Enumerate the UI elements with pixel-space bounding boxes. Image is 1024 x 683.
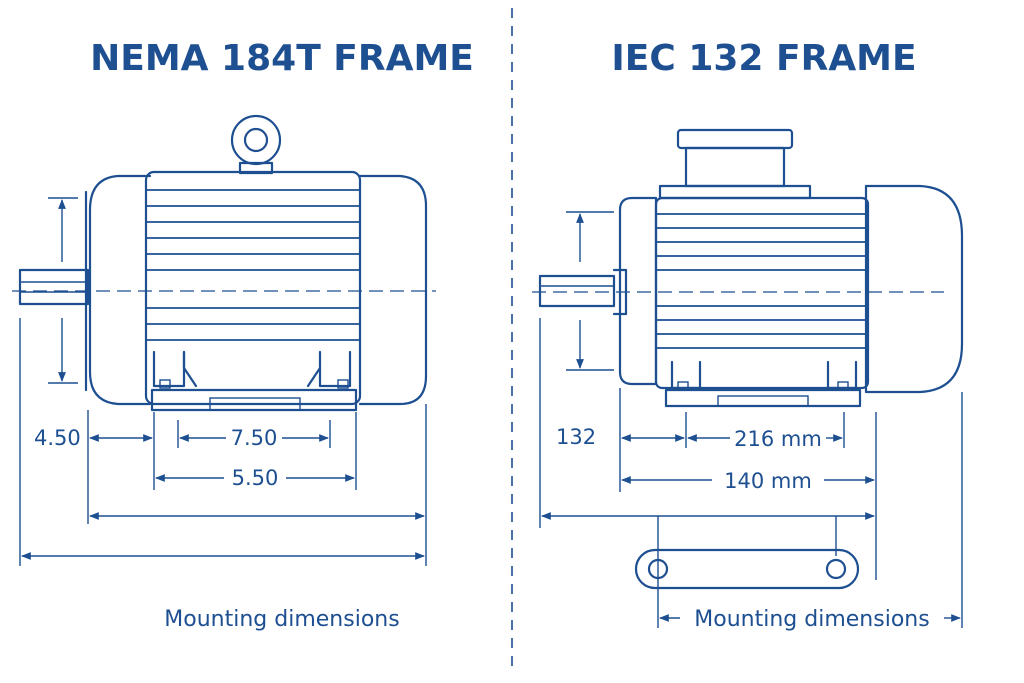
nema-dim-c-label: 5.50 xyxy=(232,466,279,490)
iec-bolt-hole-right xyxy=(825,558,847,580)
iec-cooling-fins xyxy=(656,213,868,349)
nema-dimension-c: 5.50 xyxy=(155,466,355,490)
iec-front-foot xyxy=(670,360,702,390)
iec-shaft xyxy=(538,274,616,308)
iec-terminal-box xyxy=(684,146,786,188)
iec-motor-drawing xyxy=(538,128,964,408)
iec-mounting-foot-detail xyxy=(634,516,860,590)
nema-lifting-eye-hole xyxy=(243,127,269,153)
nema-motor-drawing xyxy=(18,114,428,412)
iec-title: IEC 132 FRAME xyxy=(611,38,916,79)
nema-frame-body xyxy=(144,170,362,406)
iec-dimension-b: 216 mm xyxy=(687,427,843,451)
nema-dim-b-label: 7.50 xyxy=(231,426,278,450)
iec-dimension-c: 140 mm xyxy=(621,469,875,493)
iec-shaft-height-dimension xyxy=(566,211,614,371)
nema-base-plate xyxy=(150,388,358,412)
nema-front-foot xyxy=(152,350,186,388)
nema-front-endbell xyxy=(88,174,152,406)
iec-foot-plate xyxy=(634,548,860,590)
iec-caption: Mounting dimensions xyxy=(694,607,929,632)
iec-panel: IEC 132 FRAME xyxy=(532,38,964,632)
nema-cooling-fins xyxy=(146,189,360,341)
iec-terminal-box-lid xyxy=(676,128,794,150)
iec-bolt-hole-left xyxy=(647,558,669,580)
iec-rear-foot xyxy=(826,360,858,390)
iec-base-plate xyxy=(664,388,862,408)
nema-dim-a-label: 4.50 xyxy=(34,426,81,450)
nema-lifting-eye xyxy=(230,114,282,166)
nema-caption: Mounting dimensions xyxy=(164,607,399,632)
iec-frame-body xyxy=(654,196,870,390)
nema-dimension-a: 4.50 xyxy=(34,426,153,450)
iec-fan-cover xyxy=(864,184,964,394)
nema-rear-endbell xyxy=(358,174,428,406)
nema-shaft-height-dimension xyxy=(48,197,78,384)
iec-dimension-a: 132 xyxy=(556,425,685,449)
iec-dim-a-label: 132 xyxy=(556,425,596,449)
nema-dimension-b: 7.50 xyxy=(179,426,329,450)
nema-title: NEMA 184T FRAME xyxy=(90,38,474,79)
nema-rear-foot xyxy=(318,350,352,388)
nema-panel: NEMA 184T FRAME xyxy=(12,38,474,632)
iec-dim-c-label: 140 mm xyxy=(724,469,812,493)
iec-dim-b-label: 216 mm xyxy=(734,427,822,451)
nema-shaft xyxy=(18,268,90,306)
